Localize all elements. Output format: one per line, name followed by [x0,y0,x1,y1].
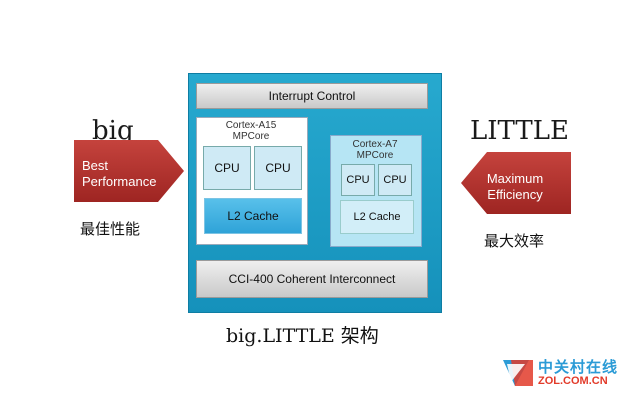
a15-cpu-1: CPU [203,146,251,190]
little-arrow-line2: Efficiency [487,187,543,202]
diagram-caption: big.LITTLE 架构 [226,325,379,347]
a7-cpu-2: CPU [378,164,412,196]
zol-logo-icon [503,360,533,386]
little-arrow-icon [461,152,571,214]
cortex-a15-mpcore: MPCore [232,131,270,142]
little-subtitle: 最大效率 [484,233,545,250]
cci-interconnect: CCI-400 Coherent Interconnect [196,260,428,298]
cortex-a15-label: Cortex-A15 MPCore [196,120,306,142]
logo-text-en: ZOL.COM.CN [538,375,608,387]
cortex-a7-name: Cortex-A7 [352,139,398,150]
cortex-a7-mpcore: MPCore [356,150,394,161]
big-arrow-line2: Performance [82,174,157,189]
cortex-a15-name: Cortex-A15 [225,120,277,131]
logo-text-cn: 中关村在线 [538,359,619,376]
big-arrow-line1: Best [82,158,109,173]
big-arrow-label: Best Performance [82,158,178,190]
big-subtitle: 最佳性能 [80,221,141,238]
cortex-a7-label: Cortex-A7 MPCore [330,139,420,161]
little-arrow-label: Maximum Efficiency [478,171,552,203]
little-arrow-line1: Maximum [486,171,544,186]
a7-cpu-1: CPU [341,164,375,196]
a7-l2-cache: L2 Cache [340,200,414,234]
little-title: LITTLE [470,116,569,146]
interrupt-control: Interrupt Control [196,83,428,109]
big-arrow-icon [74,140,184,202]
a15-cpu-2: CPU [254,146,302,190]
a15-l2-cache: L2 Cache [204,198,302,234]
